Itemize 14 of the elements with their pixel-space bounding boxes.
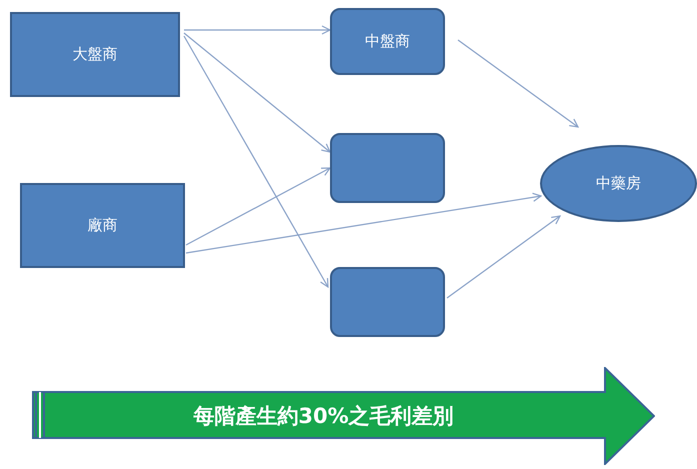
arrow — [186, 192, 542, 254]
arrow — [184, 25, 331, 35]
ellipse-node: 中藥房 — [540, 145, 697, 222]
empty-box — [330, 267, 445, 337]
arrow — [446, 215, 561, 298]
rounded-box: 中盤商 — [330, 8, 445, 75]
process-box: 廠商 — [20, 183, 185, 268]
arrow — [458, 40, 579, 128]
banner-arrow: 每階產生約30%之毛利差別 — [32, 367, 655, 465]
arrow — [184, 32, 331, 153]
arrow — [183, 36, 329, 288]
empty-box — [330, 133, 445, 203]
arrow — [186, 167, 331, 246]
process-box: 大盤商 — [10, 12, 180, 97]
